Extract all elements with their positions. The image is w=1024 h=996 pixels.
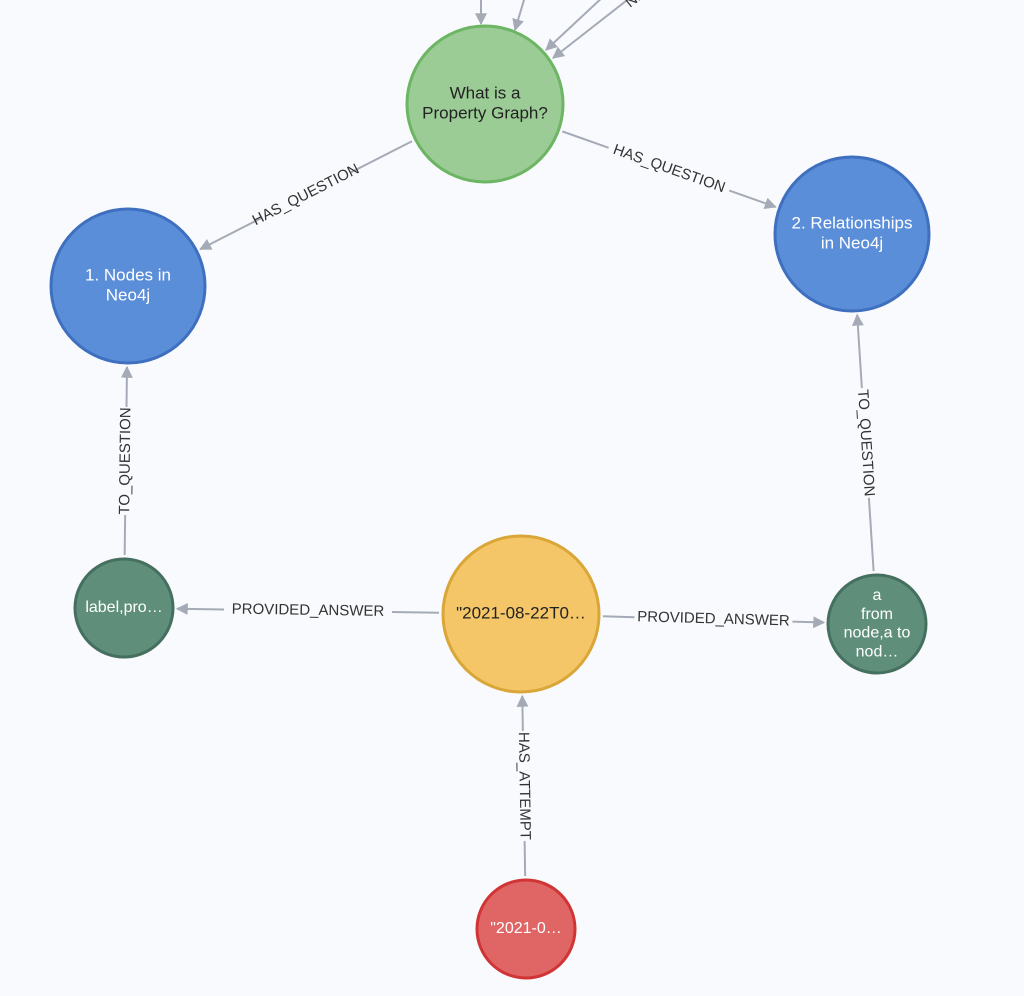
- edge-provided-answer[interactable]: PROVIDED_ANSWER: [602, 608, 826, 630]
- node-circle: [73, 557, 175, 659]
- edge-label: TO_QUESTION: [854, 389, 878, 497]
- node-circle: [441, 534, 601, 694]
- node-caption: Property Graph?: [422, 104, 548, 123]
- edge-arrow: [851, 313, 864, 389]
- edge-arrow: [512, 0, 526, 32]
- node-caption: in Neo4j: [821, 234, 883, 253]
- edge-offscreen[interactable]: [545, 0, 605, 51]
- node-circle: [826, 573, 928, 675]
- edge-label: PROVIDED_ANSWER: [232, 601, 385, 620]
- edge-line-start: [391, 611, 440, 614]
- edge-label: TO_QUESTION: [116, 407, 134, 514]
- edge-arrow: [545, 0, 602, 51]
- node-circle: [475, 878, 577, 980]
- node-attempt-2021-08-22[interactable]: "2021-08-22T0…: [441, 534, 601, 694]
- node-caption: What is a: [450, 83, 521, 102]
- edge-arrow: [175, 602, 225, 615]
- edge-line-start: [350, 140, 413, 174]
- edge-to-question[interactable]: TO_QUESTION: [851, 313, 878, 572]
- edge-line-start: [867, 497, 875, 572]
- node-answer-label-pro[interactable]: label,pro…: [73, 557, 175, 659]
- edge-line-start: [602, 615, 635, 619]
- edge-arrow: [728, 189, 777, 210]
- node-caption: from: [861, 606, 893, 623]
- edge-label: NEXT: [622, 0, 664, 11]
- node-caption: 2. Relationships: [792, 213, 913, 232]
- node-circle: [405, 24, 565, 184]
- node-caption: label,pro…: [85, 599, 162, 616]
- edge-line-start: [561, 130, 609, 149]
- node-caption: "2021-0…: [490, 920, 562, 937]
- edge-line-start: [523, 840, 527, 877]
- edge-label: HAS_QUESTION: [611, 141, 727, 196]
- node-caption: node,a to: [844, 625, 911, 642]
- edge-arrow: [516, 694, 529, 732]
- edge-label: HAS_ATTEMPT: [515, 732, 534, 840]
- node-user-2021[interactable]: "2021-0…: [475, 878, 577, 980]
- node-circle: [773, 155, 931, 313]
- node-nodes-in-neo4j[interactable]: 1. Nodes in Neo4j: [49, 207, 207, 365]
- node-relationships-in-neo4j[interactable]: 2. Relationships in Neo4j: [773, 155, 931, 313]
- edge-has-question[interactable]: HAS_QUESTION: [199, 140, 413, 251]
- node-answer-from-node[interactable]: a from node,a to nod…: [826, 573, 928, 675]
- edge-offscreen[interactable]: [512, 0, 530, 32]
- edge-provided-answer[interactable]: PROVIDED_ANSWER: [175, 601, 440, 620]
- node-circle: [49, 207, 207, 365]
- edge-arrow: [792, 616, 826, 629]
- edge-label: PROVIDED_ANSWER: [637, 608, 790, 629]
- nodes-layer: What is a Property Graph? 1. Nodes in Neo4j…: [49, 24, 931, 980]
- edge-arrow: [552, 0, 629, 59]
- edge-has-question[interactable]: HAS_QUESTION: [561, 130, 777, 210]
- edge-label: HAS_QUESTION: [250, 160, 362, 229]
- node-caption: a: [873, 587, 882, 604]
- edge-arrow: [199, 217, 262, 251]
- node-caption: 1. Nodes in: [85, 265, 171, 284]
- node-caption: Neo4j: [106, 286, 150, 305]
- edge-to-question[interactable]: TO_QUESTION: [116, 365, 134, 556]
- edge-has-attempt[interactable]: HAS_ATTEMPT: [515, 694, 534, 877]
- node-caption: nod…: [856, 644, 899, 661]
- node-what-is-a-property-graph[interactable]: What is a Property Graph?: [405, 24, 565, 184]
- node-caption: "2021-08-22T0…: [456, 603, 586, 622]
